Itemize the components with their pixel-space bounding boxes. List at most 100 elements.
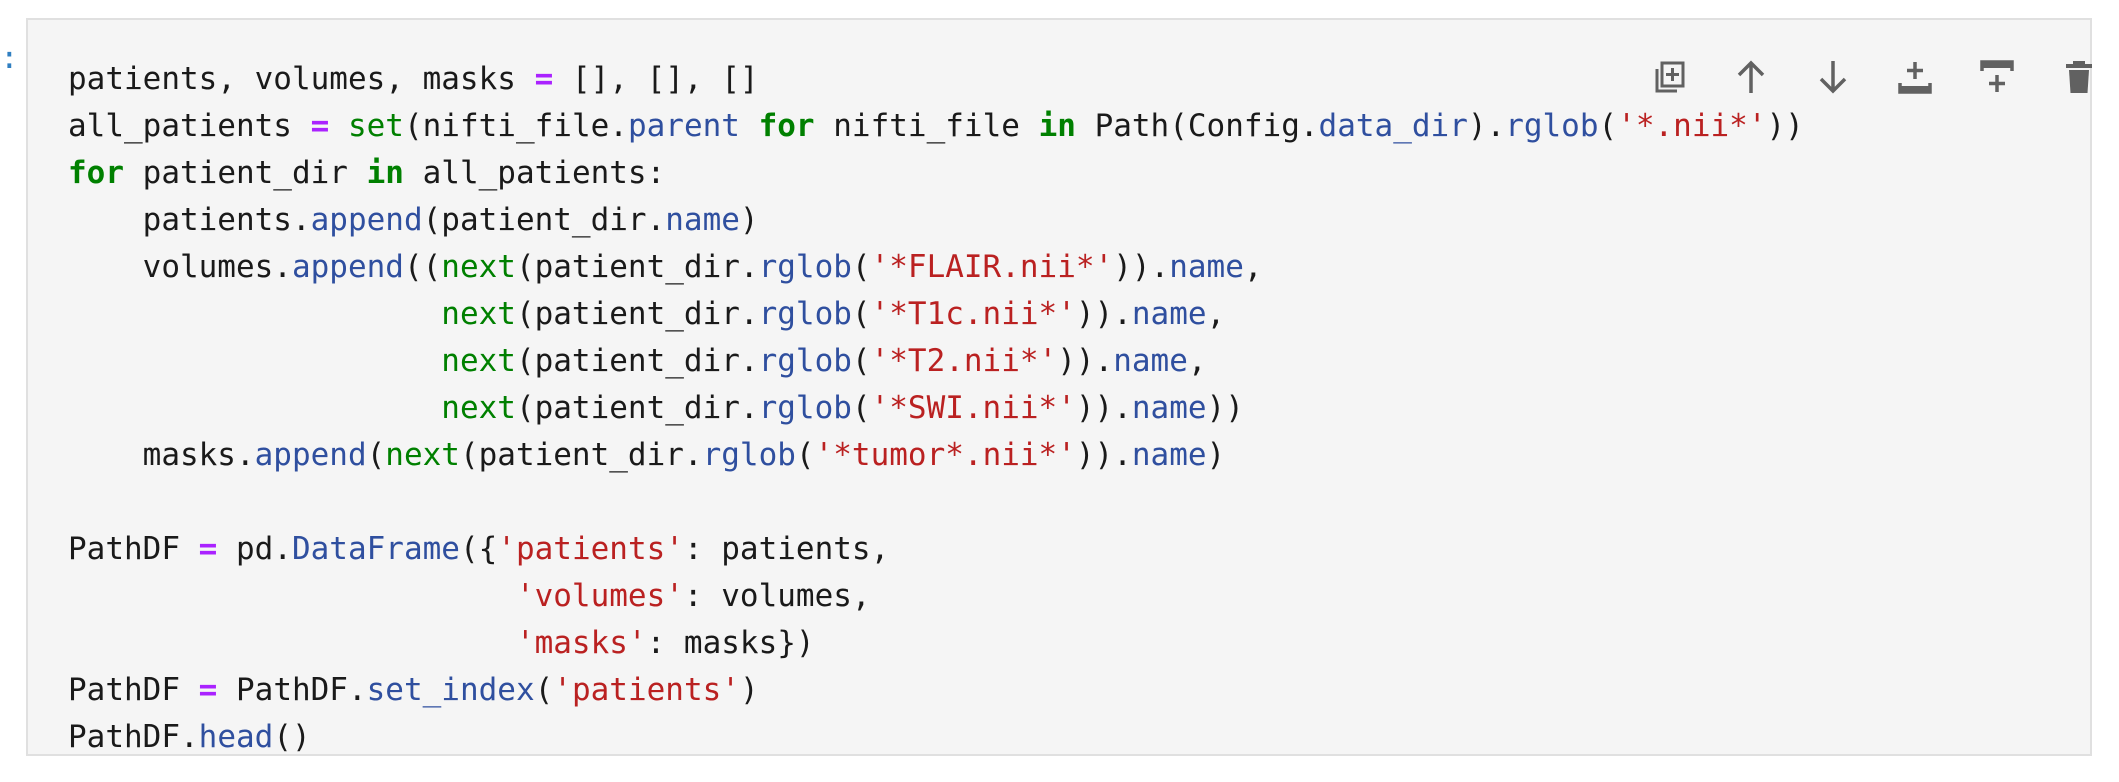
code-token: [], [], [] [553, 61, 759, 97]
code-line: patients.append(patient_dir.name) [68, 197, 1804, 244]
code-token: PathDF [68, 531, 199, 567]
code-token: in [366, 155, 404, 191]
code-token: 'masks' [515, 625, 647, 661]
code-token [68, 625, 516, 661]
code-token: head [198, 719, 274, 755]
code-token: (( [403, 249, 442, 285]
code-token: '*.nii*' [1617, 108, 1767, 144]
code-token: masks. [68, 437, 255, 473]
code-token: = [198, 531, 218, 567]
code-token: next [441, 343, 516, 379]
code-token [68, 343, 441, 379]
code-token: ( [851, 343, 871, 379]
code-token: : volumes, [683, 578, 871, 614]
code-token: ). [1467, 108, 1506, 144]
code-token: (patient_dir. [515, 343, 759, 379]
code-token: ( [1598, 108, 1618, 144]
insert-above-icon [1980, 60, 2014, 92]
code-token: all_patients [68, 108, 311, 144]
code-token: ( [851, 296, 871, 332]
code-token: name [1169, 249, 1244, 285]
code-token: ( [851, 249, 871, 285]
code-token: rglob [702, 437, 796, 473]
code-token: ( [795, 437, 815, 473]
code-line [68, 479, 1804, 526]
code-token: 'patients' [497, 531, 684, 567]
cell-toolbar [1628, 54, 2119, 100]
code-token: '*T2.nii*' [870, 343, 1058, 379]
code-token: name [1113, 343, 1188, 379]
code-token: name [1131, 437, 1207, 473]
code-token [329, 108, 348, 144]
code-token: name [665, 202, 740, 238]
code-token: = [198, 672, 218, 708]
code-line: PathDF = pd.DataFrame({'patients': patie… [68, 526, 1804, 573]
cell-prompt: : [0, 38, 12, 78]
code-token [68, 578, 516, 614]
code-token: , [1206, 296, 1226, 332]
code-token: : masks}) [646, 625, 815, 661]
code-line: next(patient_dir.rglob('*SWI.nii*')).nam… [68, 385, 1804, 432]
code-token: ) [739, 202, 759, 238]
code-token: volumes. [68, 249, 292, 285]
code-token: next [441, 296, 516, 332]
code-token: ) [1206, 437, 1226, 473]
code-line: next(patient_dir.rglob('*T2.nii*')).name… [68, 338, 1804, 385]
insert-below-button[interactable] [1874, 54, 1956, 100]
code-token: patients. [68, 202, 311, 238]
code-token: nifti_file [814, 108, 1039, 144]
code-token: ({ [459, 531, 498, 567]
delete-cell-button[interactable] [2038, 54, 2119, 100]
insert-above-button[interactable] [1956, 54, 2038, 100]
code-token: (nifti_file. [403, 108, 628, 144]
code-token: )) [1206, 390, 1244, 426]
code-token: next [385, 437, 460, 473]
code-token: ) [739, 672, 759, 708]
code-token: name [1131, 296, 1207, 332]
code-token: )). [1057, 343, 1114, 379]
code-token: = [310, 108, 330, 144]
arrow-up-icon [1737, 60, 1765, 93]
move-down-button[interactable] [1792, 54, 1874, 100]
move-up-button[interactable] [1710, 54, 1792, 100]
insert-below-icon [1898, 62, 1932, 94]
code-line: PathDF.head() [68, 714, 1804, 761]
code-token: set [347, 108, 404, 144]
code-token: patients, volumes, masks [68, 61, 535, 97]
code-token [68, 390, 441, 426]
code-token: rglob [758, 343, 852, 379]
code-token: '*FLAIR.nii*' [870, 249, 1114, 285]
code-cell[interactable]: patients, volumes, masks = [], [], [] all… [26, 18, 2092, 756]
code-token: rglob [1505, 108, 1599, 144]
code-token: ( [534, 672, 554, 708]
trash-icon [2066, 61, 2092, 93]
code-line: volumes.append((next(patient_dir.rglob('… [68, 244, 1804, 291]
code-token: ( [851, 390, 871, 426]
code-token: () [273, 719, 311, 755]
code-token: )). [1075, 296, 1132, 332]
code-token: )). [1075, 437, 1132, 473]
code-token: data_dir [1318, 108, 1468, 144]
code-line: all_patients = set(nifti_file.parent for… [68, 103, 1804, 150]
code-token: )). [1113, 249, 1170, 285]
code-token: : patients, [683, 531, 890, 567]
duplicate-icon [1655, 61, 1685, 93]
code-token: PathDF. [68, 719, 199, 755]
code-token: append [310, 202, 423, 238]
code-token: 'volumes' [515, 578, 684, 614]
code-token: Path(Config. [1075, 108, 1319, 144]
duplicate-cell-button[interactable] [1628, 54, 1710, 100]
code-line: masks.append(next(patient_dir.rglob('*tu… [68, 432, 1804, 479]
code-token: '*SWI.nii*' [870, 390, 1076, 426]
code-editor[interactable]: patients, volumes, masks = [], [], [] all… [68, 56, 1804, 761]
code-token: rglob [758, 390, 852, 426]
code-token: )). [1075, 390, 1132, 426]
code-token: for [68, 155, 124, 191]
code-line: for patient_dir in all_patients: [68, 150, 1804, 197]
code-token: parent [627, 108, 740, 144]
code-token: in [1038, 108, 1076, 144]
code-token [740, 108, 759, 144]
code-token: '*tumor*.nii*' [814, 437, 1076, 473]
code-token: PathDF [68, 672, 199, 708]
code-token: (patient_dir. [515, 390, 759, 426]
